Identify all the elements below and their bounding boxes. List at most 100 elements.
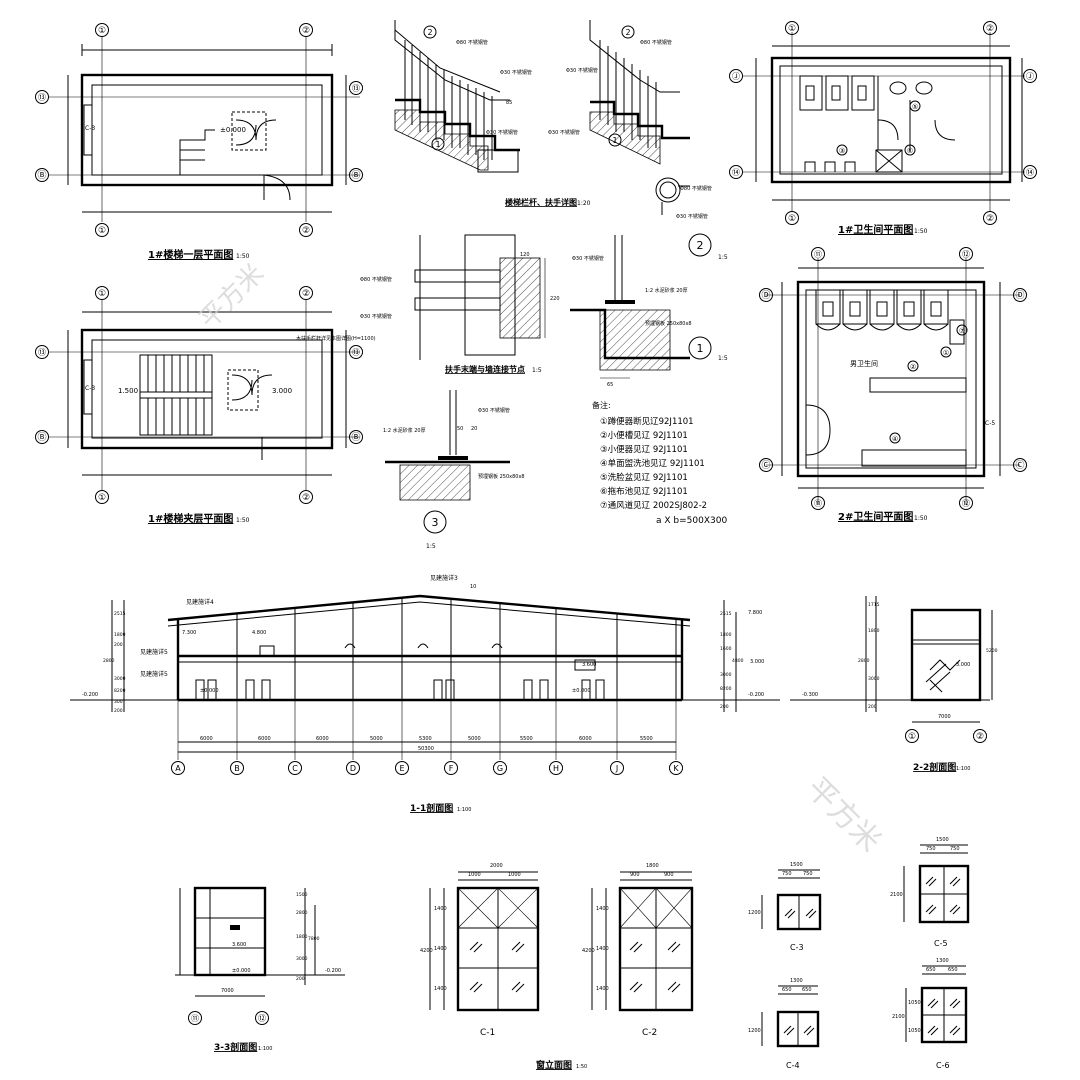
node3-dim-1: 50 xyxy=(457,426,463,432)
s33-level-3: -0.200 xyxy=(325,968,341,974)
c6-top: 1300 xyxy=(936,958,949,964)
svg-text:1: 1 xyxy=(435,140,440,149)
section22-scale: 1:100 xyxy=(956,766,970,772)
s11-ldim-3: 200 xyxy=(114,642,123,648)
wc1-axis-bubbles: ① ② ① ② Ⓙ Ⓙ ⑭ ⑭ xyxy=(729,21,1037,225)
c5-split-2: 750 xyxy=(950,846,960,852)
wc2-axis-12-bottom: ⑫ xyxy=(962,499,970,508)
c3-top: 1500 xyxy=(790,862,803,868)
s11-left-note-3: 见建施详5 xyxy=(140,670,168,678)
c6-name: C-6 xyxy=(936,1061,950,1070)
s11-level-4: 3.600 xyxy=(582,662,596,668)
c4-split-2: 650 xyxy=(802,987,812,993)
section11-right-dims xyxy=(723,600,737,712)
s11-left-note-2: 见建施详5 xyxy=(140,648,168,656)
ground-axis-bubbles: ① ② ① ② ⑬ ⑬ Ⓑ Ⓑ xyxy=(35,23,363,237)
s22-axis-2: ② xyxy=(976,732,984,742)
wc1-plan: ⑤ ③ ⑥ ① ② ① ② Ⓙ Ⓙ ⑭ ⑭ 1#卫生间平面图 1:50 xyxy=(729,21,1037,236)
wc1-callout-3: ③ xyxy=(839,147,845,155)
railing-label-3: Φ30 不锈钢管 xyxy=(486,129,518,136)
s11-axis-d: D xyxy=(350,764,356,773)
c2-row-2: 1400 xyxy=(596,946,609,952)
s11-level-1: 7.300 xyxy=(182,630,196,636)
wc2-callout-7: ⑦ xyxy=(959,327,965,335)
s11-axis-c: C xyxy=(292,764,298,773)
wall-dim-1: 120 xyxy=(520,252,530,258)
c6-height: 2100 xyxy=(892,1014,905,1020)
callout-1: 1 xyxy=(697,342,704,355)
node3-label-1: Φ30 不锈钢管 xyxy=(478,407,510,414)
section11-title: 1-1剖面图 xyxy=(410,802,453,814)
section11-doors xyxy=(195,643,605,701)
s11-rdim-5: 3000 xyxy=(720,672,732,678)
callout-2: 2 xyxy=(697,239,704,252)
section11-axis-bubbles: A B C D E F G H J K xyxy=(171,761,683,775)
section11-scale: 1:100 xyxy=(457,807,471,813)
s22-right-dim: 5200 xyxy=(986,648,998,654)
c1-height: 4200 xyxy=(420,948,433,954)
c5-top: 1500 xyxy=(936,837,949,843)
wc2-callout-2: ② xyxy=(910,363,916,371)
svg-text:1: 1 xyxy=(612,136,617,145)
s11-rdim-4: 4800 xyxy=(732,658,744,664)
c3-height: 1200 xyxy=(748,910,761,916)
c4-split-1: 650 xyxy=(782,987,792,993)
s22-dim-1: 1715 xyxy=(868,602,880,608)
bay-dim-9: 5500 xyxy=(640,736,653,742)
notes-block: 备注: ①蹲便器断见辽92J1101 ②小便槽见辽 92J1101 ③小便器见辽… xyxy=(592,400,727,526)
c6-row-2: 1050 xyxy=(908,1028,921,1034)
mezz-axis-2-bottom: ② xyxy=(302,493,310,503)
node3-label-3: 预埋钢板 250x80x8 xyxy=(478,473,525,480)
railing-scale: 1:20 xyxy=(577,200,591,207)
callout-2-scale: 1:5 xyxy=(718,254,728,261)
callout-1-scale: 1:5 xyxy=(718,355,728,362)
s11-ldim-1: 2515 xyxy=(114,611,126,617)
mezz-axis-13-right: ⑬ xyxy=(352,348,360,357)
c4-name: C-4 xyxy=(786,1061,800,1070)
c2-row-1: 1400 xyxy=(596,906,609,912)
bay-dim-7: 5500 xyxy=(520,736,533,742)
note-2: ②小便槽见辽 92J1101 xyxy=(600,430,688,441)
c4-top: 1300 xyxy=(790,978,803,984)
s33-level-2: ±0.000 xyxy=(232,968,251,974)
axis-b-right: Ⓑ xyxy=(351,170,360,181)
c2-name: C-2 xyxy=(642,1028,657,1038)
wc2-axis-d-left: Ⓓ xyxy=(761,290,770,301)
wc1-title: 1#卫生间平面图 xyxy=(838,223,913,236)
s22-level-2: 3.000 xyxy=(956,662,970,668)
wc2-title: 2#卫生间平面图 xyxy=(838,510,913,523)
stair-mezz-scale: 1:50 xyxy=(236,517,250,524)
railing-label-2: Φ30 不锈钢管 xyxy=(500,69,532,76)
node1-dim: 65 xyxy=(607,382,613,388)
window-elevations: 2000 1000 1000 4200 1400 1400 1400 C-1 1… xyxy=(420,837,970,1071)
s11-ldim-5: 3000 xyxy=(114,676,126,682)
mezz-axis-bubbles: ① ② ① ② ⑬ ⑬ Ⓑ Ⓑ xyxy=(35,286,363,504)
wc1-callout-6: ⑥ xyxy=(907,147,913,155)
svg-text:2: 2 xyxy=(427,28,432,37)
section-1-1: 6000 6000 6000 5000 5300 5000 5500 6000 … xyxy=(70,574,780,814)
mezz-axis-2-top: ② xyxy=(302,289,310,299)
watermark-1: 平方米 xyxy=(194,259,270,335)
wc2-plan: 男卫生间 ① ② ④ ⑦ C-5 ⑪ ⑫ ⑪ ⑫ Ⓓ Ⓓ Ⓒ Ⓒ 2#卫生间平面… xyxy=(759,247,1027,523)
wc2-callout-4: ④ xyxy=(892,435,898,443)
axis-2-bottom: ② xyxy=(302,226,310,236)
c5-split-1: 750 xyxy=(926,846,936,852)
note-6: ⑥拖布池见辽 92J1101 xyxy=(600,486,688,497)
window-c3: 1500 750 750 1200 C-3 xyxy=(748,862,822,952)
c1-split-1: 1000 xyxy=(468,872,481,878)
s11-level-2: 4.800 xyxy=(252,630,266,636)
railing-label-1: Φ80 不锈钢管 xyxy=(456,39,488,46)
s22-dim-5: 200 xyxy=(868,704,877,710)
wc1-axis-2-bottom: ② xyxy=(986,214,994,224)
c2-height: 4200 xyxy=(582,948,595,954)
ground-window-tag: C-3 xyxy=(85,125,95,132)
s22-level: -0.300 xyxy=(802,692,818,698)
handrail-label-1: Φ80 不锈钢管 xyxy=(680,185,712,192)
handrail-section: Φ80 不锈钢管 Φ30 不锈钢管 2 1:5 xyxy=(655,177,728,261)
s33-axis-12: ⑫ xyxy=(258,1014,266,1023)
s11-left-note-1: 见建施详4 xyxy=(186,598,214,606)
note-7: ⑦通风道见辽 2002SJ802-2 xyxy=(600,500,707,511)
wc1-axis-2-top: ② xyxy=(986,24,994,34)
svg-text:2: 2 xyxy=(625,28,630,37)
s11-rdim-2: 1800 xyxy=(720,632,732,638)
